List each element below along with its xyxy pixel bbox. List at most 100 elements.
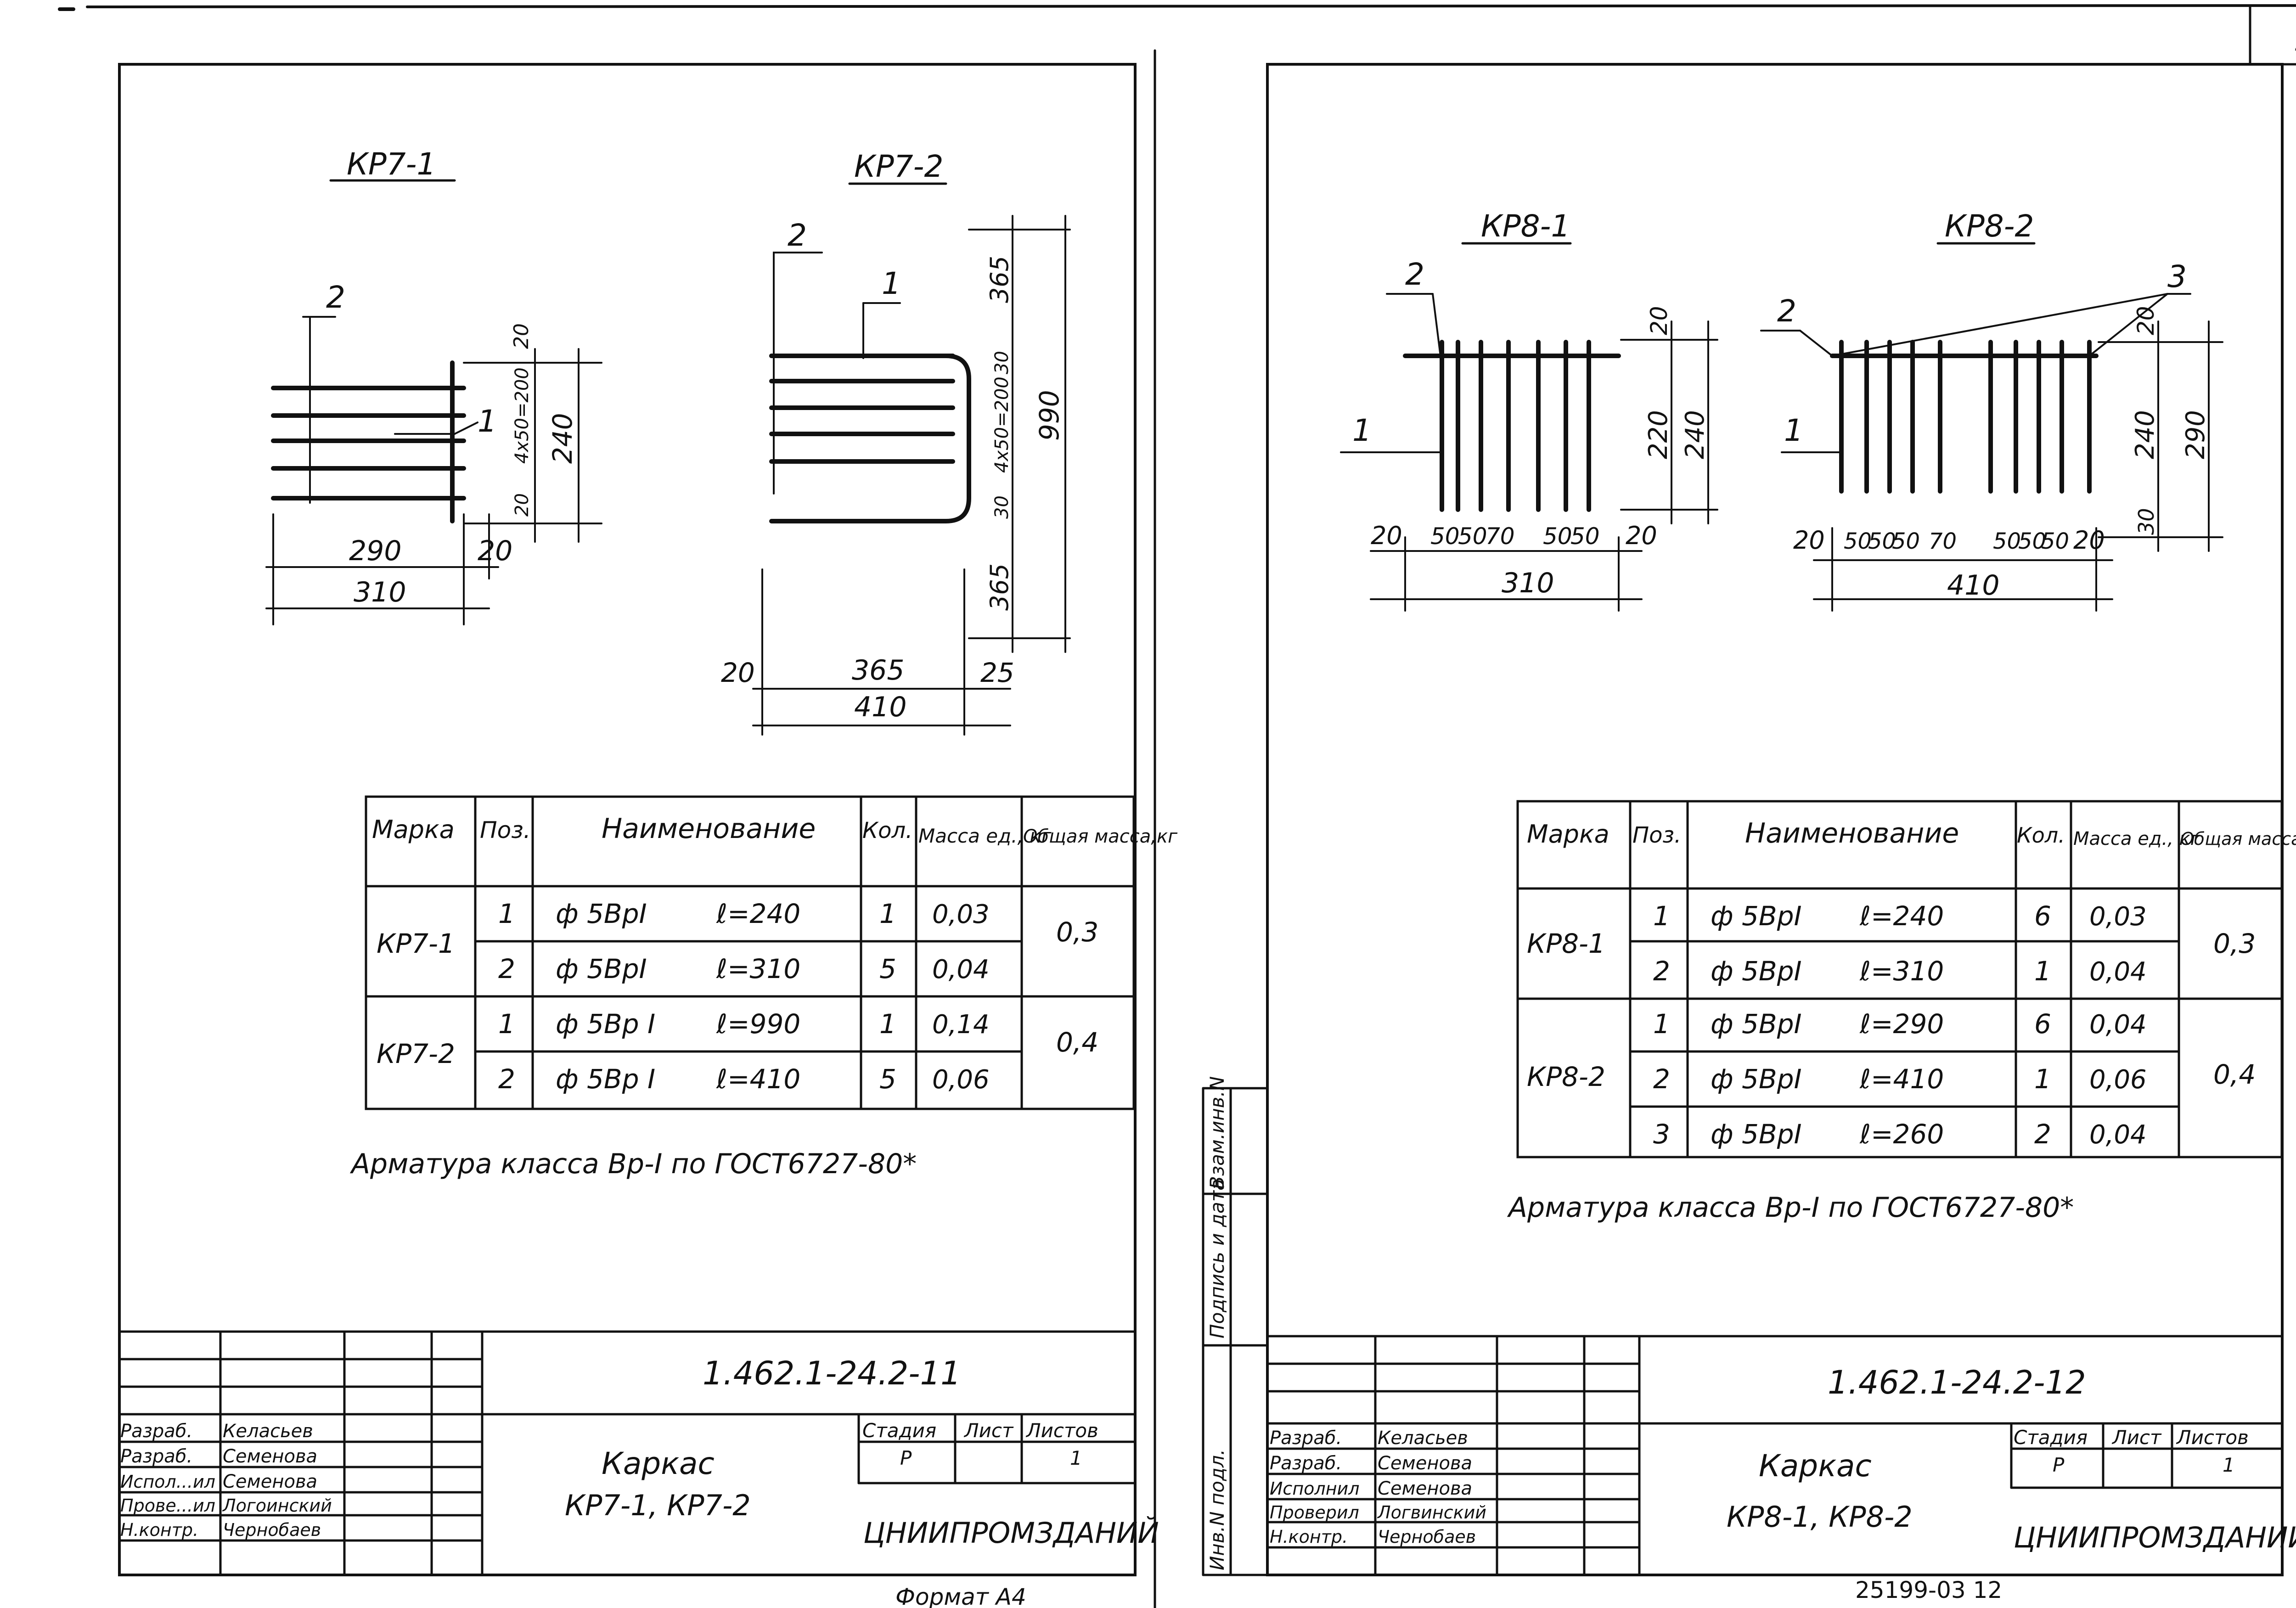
dimension-label: 70 (1486, 523, 1515, 550)
table-cell-name: ф 5ВрI (1711, 900, 1802, 932)
sheet-format: Формат А4 (895, 1584, 1026, 1608)
title-block: 1.462.1-24.2-11 Разраб. Келасьев Разраб.… (120, 1355, 1159, 1608)
table-cell-qty: 5 (879, 953, 896, 984)
document-code: 1.462.1-24.2-12 (1828, 1364, 2086, 1401)
dimension-label: 290 (2181, 410, 2211, 459)
drawing-title: КР8-1 (1481, 208, 1570, 244)
dimension-label: 310 (354, 576, 406, 608)
position-label: 2 (788, 218, 807, 253)
table-cell-name: ф 5ВрI (1711, 956, 1802, 987)
organization: ЦНИИПРОМЗДАНИЙ (863, 1516, 1159, 1550)
dimension-label: 410 (1947, 569, 2000, 602)
person-name: Семенова (223, 1471, 317, 1492)
dimension-label: 240 (2130, 410, 2160, 459)
dimension-label: 30 (2134, 508, 2159, 535)
table-cell-mark: КР8-2 (1527, 1061, 1605, 1092)
person-name: Семенова (1378, 1478, 1472, 1499)
position-label: 2 (1777, 293, 1796, 329)
table-cell-qty: 1 (879, 898, 896, 929)
table-header: Масса ед., кг (2073, 828, 2200, 849)
document-code: 1.462.1-24.2-11 (703, 1355, 961, 1392)
table-cell-mark: КР7-1 (377, 928, 455, 959)
drawing-name: Каркас (602, 1446, 715, 1481)
dimension-label: 20 (1646, 306, 1672, 335)
table-cell-mass: 0,04 (2089, 1120, 2147, 1150)
dimension-label: 20 (1626, 521, 1657, 550)
person-role: Прове...ил (120, 1496, 215, 1516)
table-cell-pos: 2 (1653, 1063, 1670, 1095)
person-role: Испол...ил (120, 1472, 215, 1492)
table-cell-mass: 0,06 (2089, 1065, 2147, 1095)
dimension-label: 50 (1844, 529, 1872, 554)
person-name: Семенова (223, 1446, 317, 1467)
sheet-header: Лист (963, 1419, 1014, 1442)
table-cell-mass: 0,04 (932, 955, 990, 984)
table-header: Наименование (602, 813, 816, 845)
table-cell-name: ф 5ВрI (556, 898, 647, 929)
table-cell-qty: 2 (2034, 1119, 2051, 1150)
table-cell-pos: 2 (1653, 956, 1670, 987)
table-header: Кол. (2017, 823, 2065, 848)
sheets-header: Листов (1025, 1419, 1098, 1442)
dimension-label: 365 (985, 563, 1014, 611)
dimension-label: 365 (852, 654, 905, 686)
stamp-replacement-inventory: Взам.инв.N (1206, 1076, 1228, 1189)
dimension-label: 50 (1993, 529, 2021, 554)
table-header: Поз. (1632, 822, 1681, 848)
table-cell-qty: 6 (2034, 1008, 2051, 1040)
table-cell-length: ℓ=310 (716, 953, 800, 984)
dimension-label: 70 (1929, 529, 1957, 554)
table-header: Общая масса,кг (2180, 829, 2296, 849)
table-cell-name: ф 5Вр I (556, 1008, 655, 1040)
drawing-name: Каркас (1759, 1448, 1872, 1484)
stage-header: Стадия (862, 1419, 936, 1442)
dimension-label: 365 (985, 256, 1014, 303)
dimension-label: 30 (991, 351, 1013, 374)
position-label: 1 (478, 404, 497, 439)
table-header: Поз. (480, 817, 531, 843)
table-cell-total: 0,4 (1056, 1027, 1098, 1058)
table-cell-mark: КР8-1 (1527, 928, 1605, 959)
drawing-name: КР8-1, КР8-2 (1727, 1500, 1913, 1534)
person-role: Проверил (1270, 1502, 1359, 1523)
table-cell-mass: 0,04 (2089, 957, 2147, 987)
table-header: Масса ед., кг (918, 825, 1052, 847)
table-header: Наименование (1745, 817, 1959, 849)
table-cell-length: ℓ=410 (716, 1063, 800, 1095)
dimension-label: 50 (1892, 529, 1920, 554)
dimension-label: 20 (2133, 306, 2159, 335)
dimension-label: 20 (721, 657, 755, 688)
sheet-number: 11 (2294, 24, 2296, 58)
position-label: 1 (882, 266, 901, 301)
drawing-kp8-2: КР8-2 2 3 1 20 50 50 50 70 50 50 50 20 4… (1777, 208, 2211, 602)
table-cell-mass: 0,14 (932, 1010, 990, 1040)
table-cell-length: ℓ=240 (716, 898, 800, 929)
table-cell-total: 0,4 (2213, 1059, 2256, 1090)
position-label: 1 (1352, 413, 1372, 448)
table-cell-pos: 1 (1653, 1008, 1670, 1040)
table-cell-mass: 0,06 (932, 1065, 990, 1095)
table-cell-length: ℓ=990 (716, 1008, 800, 1040)
person-role: Разраб. (120, 1446, 192, 1467)
table-cell-length: ℓ=260 (1859, 1119, 1944, 1150)
drawing-title: КР7-2 (854, 149, 943, 184)
person-role: Разраб. (1270, 1453, 1342, 1474)
table-header: Марка (1527, 820, 1609, 849)
table-cell-mark: КР7-2 (377, 1038, 455, 1069)
dimension-label: 50 (2018, 529, 2046, 554)
table-cell-pos: 1 (498, 1008, 515, 1040)
dimension-label: 4х50=200 (991, 377, 1013, 473)
dimension-label: 20 (1371, 521, 1402, 550)
dimension-label: 990 (1034, 390, 1065, 441)
table-cell-qty: 1 (2034, 956, 2051, 987)
drawing-kp7-1: КР7-1 2 1 290 20 310 240 4х50=200 20 20 (326, 146, 578, 608)
table-cell-qty: 1 (2034, 1063, 2051, 1095)
person-name: Келасьев (1378, 1428, 1468, 1449)
table-cell-name: ф 5ВрI (1711, 1063, 1802, 1095)
stage-value: Р (900, 1447, 912, 1469)
stamp-signature-date: Подпись и дата (1206, 1179, 1228, 1338)
person-role: Исполнил (1270, 1479, 1360, 1499)
dimension-label: 4х50=200 (512, 367, 533, 464)
sheets-header: Листов (2176, 1426, 2249, 1449)
dimension-label: 290 (349, 535, 402, 567)
